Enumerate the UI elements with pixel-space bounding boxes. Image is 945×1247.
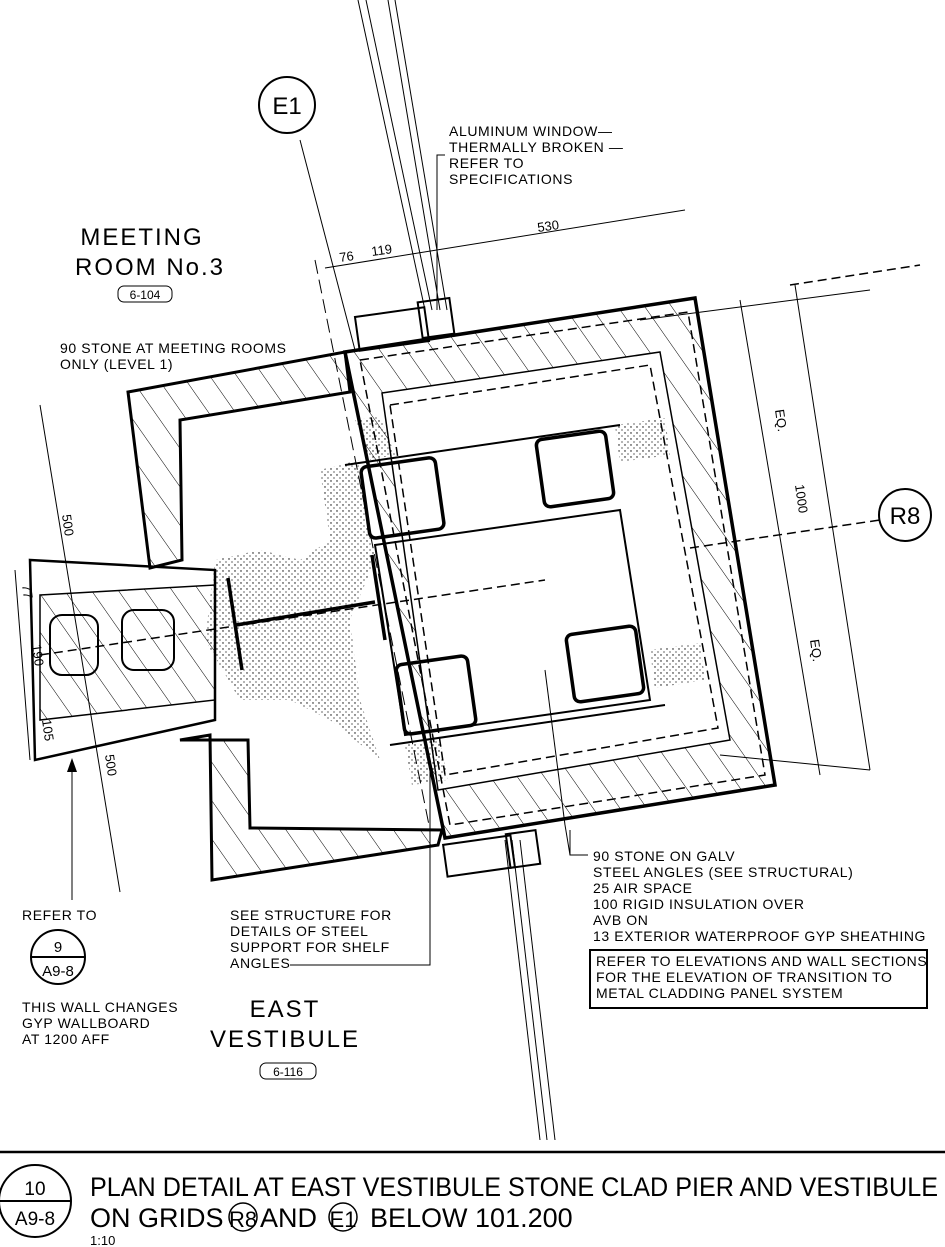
svg-text:DETAILS OF STEEL: DETAILS OF STEEL: [230, 923, 369, 939]
section-reference-bubble[interactable]: 9 A9-8: [30, 929, 86, 985]
note-refer-to: REFER TO: [22, 907, 97, 923]
note-structure: SEE STRUCTURE FOR DETAILS OF STEEL SUPPO…: [230, 907, 392, 971]
svg-text:100 RIGID INSULATION OVER: 100 RIGID INSULATION OVER: [593, 896, 805, 912]
svg-text:FOR THE ELEVATION OF TRANSITIO: FOR THE ELEVATION OF TRANSITION TO: [596, 969, 893, 985]
stone-clad-pier: [342, 296, 778, 840]
dim-eq-top: EQ.: [772, 408, 790, 432]
note-wall-assembly: 90 STONE ON GALV STEEL ANGLES (SEE STRUC…: [593, 848, 926, 944]
svg-text:6-116: 6-116: [273, 1065, 303, 1079]
arrowhead-icon: [67, 758, 77, 772]
svg-text:ALUMINUM WINDOW—: ALUMINUM WINDOW—: [449, 123, 613, 139]
grid-bubble-r8: R8: [878, 488, 932, 542]
dim-190: 190: [29, 643, 47, 667]
dim-105: 105: [39, 718, 57, 742]
detail-title-line2: ON GRIDS R8 AND E1 BELOW 101.200: [90, 1202, 573, 1233]
svg-text:STEEL ANGLES (SEE STRUCTURAL): STEEL ANGLES (SEE STRUCTURAL): [593, 864, 853, 880]
svg-text:25 AIR SPACE: 25 AIR SPACE: [593, 880, 693, 896]
svg-text:E1: E1: [330, 1207, 357, 1232]
sprayed-fill: [205, 460, 380, 760]
svg-text:REFER TO: REFER TO: [22, 907, 97, 923]
svg-text:10: 10: [24, 1179, 45, 1200]
dim-530: 530: [536, 217, 560, 235]
svg-text:AND: AND: [260, 1203, 317, 1233]
steel-beam: [226, 554, 387, 671]
detail-number-bubble: 10 A9-8: [0, 1164, 72, 1238]
svg-text:THERMALLY BROKEN —: THERMALLY BROKEN —: [449, 139, 623, 155]
room-meeting-room-3: MEETING ROOM No.3 6-104: [75, 224, 225, 303]
detail-scale: 1:10: [90, 1233, 115, 1247]
dim-77: 77: [19, 583, 36, 599]
svg-text:SUPPORT FOR SHELF: SUPPORT FOR SHELF: [230, 939, 390, 955]
svg-text:ONLY (LEVEL 1): ONLY (LEVEL 1): [60, 356, 173, 372]
detail-title-line1: PLAN DETAIL AT EAST VESTIBULE STONE CLAD…: [90, 1172, 938, 1202]
svg-text:ON GRIDS: ON GRIDS: [90, 1203, 224, 1233]
svg-text:ROOM No.3: ROOM No.3: [75, 254, 225, 281]
svg-text:REFER TO ELEVATIONS AND WALL S: REFER TO ELEVATIONS AND WALL SECTIONS: [596, 953, 927, 969]
svg-text:R8: R8: [890, 503, 921, 530]
dim-500-top: 500: [59, 513, 77, 537]
svg-text:A9-8: A9-8: [15, 1209, 55, 1230]
svg-text:EAST: EAST: [250, 996, 321, 1023]
svg-text:THIS WALL CHANGES: THIS WALL CHANGES: [22, 999, 178, 1015]
svg-text:ANGLES: ANGLES: [230, 955, 290, 971]
svg-text:REFER TO: REFER TO: [449, 155, 524, 171]
svg-text:6-104: 6-104: [130, 288, 161, 302]
dimension-lines: [14, 139, 921, 893]
dim-119: 119: [370, 241, 393, 259]
svg-text:BELOW 101.200: BELOW 101.200: [370, 1203, 573, 1233]
svg-text:METAL CLADDING PANEL SYSTEM: METAL CLADDING PANEL SYSTEM: [596, 985, 843, 1001]
grid-bubble-e1: E1: [258, 76, 316, 134]
svg-text:13 EXTERIOR WATERPROOF GYP SHE: 13 EXTERIOR WATERPROOF GYP SHEATHING: [593, 928, 926, 944]
svg-text:E1: E1: [272, 93, 301, 120]
room-east-vestibule: EAST VESTIBULE 6-116: [210, 996, 360, 1080]
svg-text:9: 9: [54, 939, 62, 956]
note-boxed-elevations: REFER TO ELEVATIONS AND WALL SECTIONS FO…: [589, 949, 928, 1009]
svg-text:90 STONE AT MEETING ROOMS: 90 STONE AT MEETING ROOMS: [60, 340, 287, 356]
svg-text:AVB ON: AVB ON: [593, 912, 648, 928]
svg-text:AT 1200 AFF: AT 1200 AFF: [22, 1031, 110, 1047]
note-stone-meeting-rooms: 90 STONE AT MEETING ROOMS ONLY (LEVEL 1): [60, 340, 287, 372]
svg-text:SPECIFICATIONS: SPECIFICATIONS: [449, 171, 573, 187]
note-aluminum-window: ALUMINUM WINDOW— THERMALLY BROKEN — REFE…: [449, 123, 623, 187]
dim-1000: 1000: [792, 483, 811, 514]
dim-76: 76: [338, 248, 354, 265]
svg-text:90 STONE ON GALV: 90 STONE ON GALV: [593, 848, 735, 864]
svg-text:GYP WALLBOARD: GYP WALLBOARD: [22, 1015, 150, 1031]
svg-text:R8: R8: [229, 1207, 257, 1232]
aluminum-window-bottom: [441, 828, 556, 1141]
svg-text:SEE STRUCTURE FOR: SEE STRUCTURE FOR: [230, 907, 392, 923]
svg-text:A9-8: A9-8: [42, 963, 74, 980]
note-wall-changes: THIS WALL CHANGES GYP WALLBOARD AT 1200 …: [22, 999, 178, 1047]
aluminum-window-top: [353, 0, 456, 352]
dim-eq-bottom: EQ.: [807, 638, 825, 662]
leader-lines: [67, 154, 445, 966]
svg-text:MEETING: MEETING: [80, 224, 203, 251]
dim-500-bottom: 500: [102, 753, 120, 777]
svg-text:VESTIBULE: VESTIBULE: [210, 1026, 360, 1053]
walls: [28, 350, 444, 882]
